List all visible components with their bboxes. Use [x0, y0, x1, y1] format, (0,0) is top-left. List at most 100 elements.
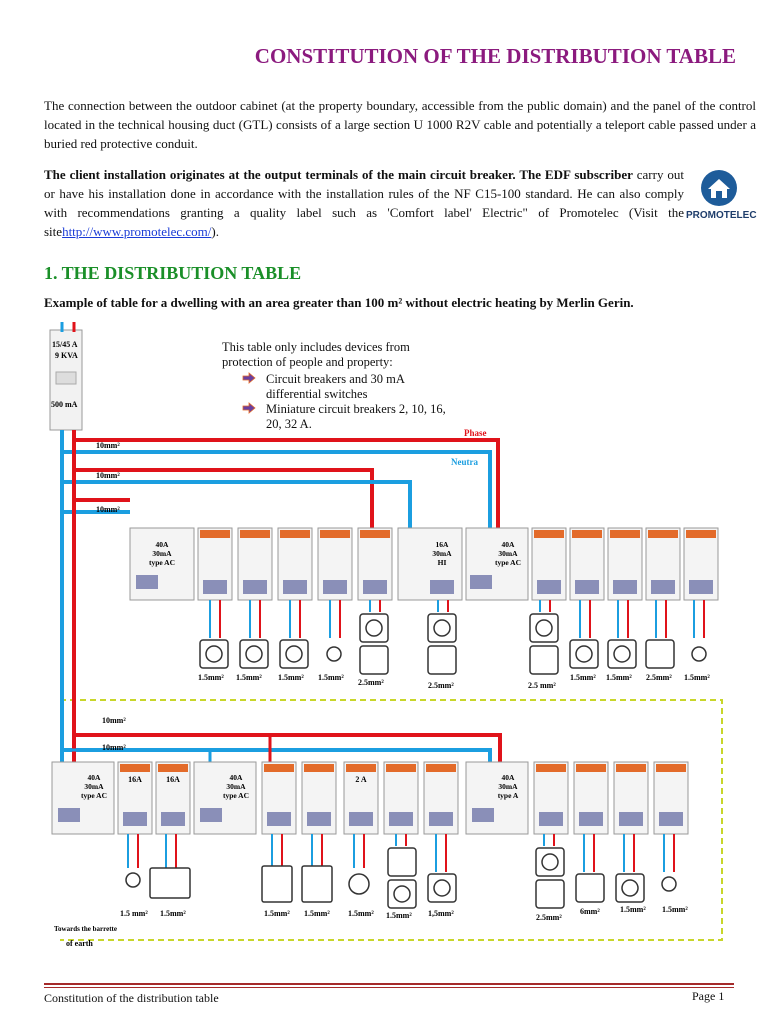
main-breaker-rating: 15/45 A — [52, 340, 78, 349]
house-icon — [701, 170, 737, 206]
lamp-icon — [661, 876, 677, 892]
earth-line — [60, 699, 723, 941]
section-heading: 1. THE DISTRIBUTION TABLE — [44, 263, 302, 283]
svg-text:type AC: type AC — [149, 558, 175, 567]
breaker-module — [301, 761, 337, 835]
svg-text:30mA: 30mA — [498, 549, 518, 558]
breaker-module — [197, 527, 233, 601]
svg-text:type A: type A — [498, 791, 519, 800]
svg-text:1.5mm²: 1.5mm² — [160, 909, 186, 918]
svg-text:2.5mm²: 2.5mm² — [646, 673, 672, 682]
breaker-module — [645, 527, 681, 601]
logo-text: PROMOTELEC — [686, 210, 757, 221]
main-breaker-power: 9 KVA — [55, 351, 78, 360]
intro-paragraph: The connection between the outdoor cabin… — [44, 98, 756, 151]
svg-text:1.5mm²: 1.5mm² — [570, 673, 596, 682]
shutter-icon — [301, 865, 333, 903]
cooktop-icon — [575, 873, 605, 903]
footer-divider — [44, 983, 734, 985]
cable-label: 10mm² — [96, 505, 120, 514]
breaker-module: 16A — [155, 761, 191, 835]
list-item: Miniature circuit breakers 2, 10, 16, 20… — [242, 402, 462, 432]
lamp-icon — [691, 646, 707, 662]
svg-text:1.5mm²: 1.5mm² — [236, 673, 262, 682]
info-box: This table only includes devices from pr… — [222, 340, 462, 432]
diff-switch: 40A 30mA type AC — [193, 761, 257, 835]
washing-machine-icon — [535, 879, 565, 909]
svg-text:1.5mm²: 1.5mm² — [684, 673, 710, 682]
water-heater-icon — [387, 847, 417, 877]
svg-text:30mA: 30mA — [432, 549, 452, 558]
earth-note: of earth — [66, 939, 93, 948]
svg-text:type AC: type AC — [81, 791, 107, 800]
breaker-module — [573, 761, 609, 835]
diff-switch: 16A 30mA HI — [397, 527, 463, 601]
main-breaker: 15/45 A 9 KVA 500 mA — [49, 329, 83, 431]
client-paragraph-lead: The client installation originates at th… — [44, 167, 633, 182]
main-breaker-sensitivity: 500 mA — [51, 400, 78, 409]
cable-label: 10mm² — [96, 441, 120, 450]
phase-label: Phase — [464, 428, 487, 438]
cable-label: 10mm² — [96, 471, 120, 480]
svg-text:type AC: type AC — [223, 791, 249, 800]
neutral-label: Neutra — [451, 457, 478, 467]
oven-icon — [645, 639, 675, 669]
svg-text:30mA: 30mA — [84, 782, 104, 791]
promotelec-logo: PROMOTELEC — [686, 168, 757, 221]
breaker-module — [317, 527, 353, 601]
row2-circuits: 1.5 mm² 1.5mm² 1.5mm² 1.5mm² 1.5mm² 1.5m… — [54, 834, 688, 948]
earth-note: Towards the barrette — [54, 925, 117, 933]
breaker-module — [607, 527, 643, 601]
svg-text:1.5 mm²: 1.5 mm² — [120, 909, 148, 918]
svg-text:1,5mm²: 1,5mm² — [428, 909, 454, 918]
svg-text:HI: HI — [438, 558, 447, 567]
svg-text:type AC: type AC — [495, 558, 521, 567]
svg-text:2.5mm²: 2.5mm² — [358, 678, 384, 687]
gate-icon — [149, 867, 191, 899]
cable-label: 10mm² — [102, 716, 126, 725]
appliance-icon — [427, 645, 457, 675]
svg-text:6mm²: 6mm² — [580, 907, 600, 916]
svg-text:40A: 40A — [88, 773, 102, 782]
diff-switch: 40A 30mA type AC — [465, 527, 529, 601]
svg-text:1.5mm²: 1.5mm² — [620, 905, 646, 914]
svg-text:2 A: 2 A — [355, 775, 367, 784]
svg-text:1.5mm²: 1.5mm² — [606, 673, 632, 682]
info-item-text: Circuit breakers and 30 mA differential … — [266, 372, 405, 401]
row1-circuits: 1.5mm² 1.5mm² 1.5mm² 1.5mm² 2.5mm² 2.5mm… — [198, 600, 710, 690]
client-paragraph-tail: ). — [211, 224, 220, 239]
lamp-icon — [125, 872, 141, 888]
svg-text:1.5mm²: 1.5mm² — [264, 909, 290, 918]
info-text: This table only includes devices from pr… — [222, 340, 410, 369]
row1-modules: 40A 30mA type AC 16A 30mA HI 40A 30mA ty… — [129, 527, 719, 601]
row2-modules: 40A 30mA type AC 16A 16A 40A 30mA type A… — [51, 761, 689, 835]
breaker-module: 2 A — [343, 761, 379, 835]
breaker-module: 16A — [117, 761, 153, 835]
lamp-icon — [326, 646, 342, 662]
fridge-icon — [359, 645, 389, 675]
svg-text:1.5mm²: 1.5mm² — [304, 909, 330, 918]
client-paragraph: The client installation originates at th… — [44, 165, 684, 241]
list-item: Circuit breakers and 30 mA differential … — [242, 372, 462, 402]
svg-text:30mA: 30mA — [152, 549, 172, 558]
svg-text:40A: 40A — [502, 540, 516, 549]
wiring-diagram: 15/45 A 9 KVA 500 mA Phase Neutra 10mm² … — [49, 322, 723, 948]
svg-text:2.5mm²: 2.5mm² — [428, 681, 454, 690]
diff-switch: 40A 30mA type AC — [51, 761, 115, 835]
page-number: Page 1 — [692, 989, 725, 1003]
breaker-module — [237, 527, 273, 601]
diff-switch: 40A 30mA type AC — [129, 527, 195, 601]
breaker-module — [423, 761, 459, 835]
svg-text:30mA: 30mA — [498, 782, 518, 791]
breaker-module — [569, 527, 605, 601]
svg-text:1.5mm²: 1.5mm² — [278, 673, 304, 682]
breaker-module — [383, 761, 419, 835]
promotelec-link[interactable]: http://www.promotelec.com/ — [62, 224, 212, 239]
svg-text:16A: 16A — [166, 775, 180, 784]
breaker-module — [653, 761, 689, 835]
diff-switch: 40A 30mA type A — [465, 761, 529, 835]
arrow-bullet-icon — [242, 402, 256, 418]
example-caption: Example of table for a dwelling with an … — [44, 295, 634, 310]
client-paragraph-body: carry out or have his installation done … — [44, 167, 684, 239]
svg-text:40A: 40A — [502, 773, 516, 782]
